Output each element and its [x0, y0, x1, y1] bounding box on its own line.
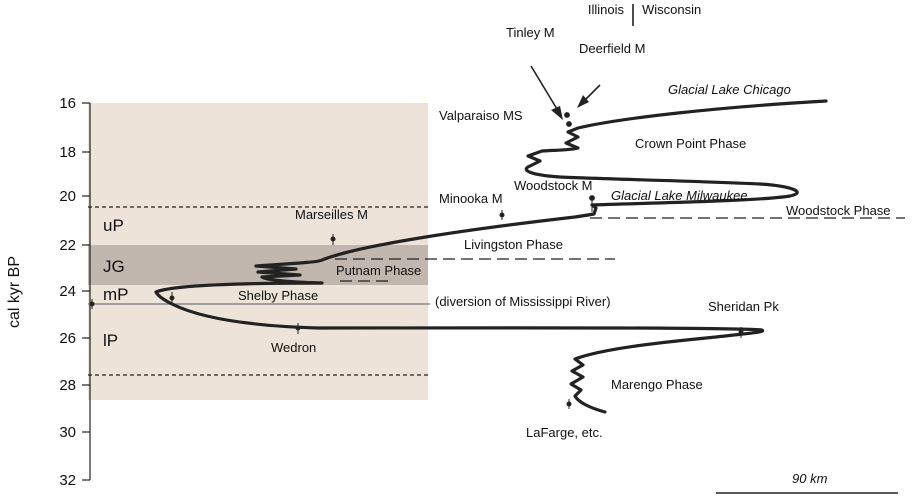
zone-label-mp: mP — [103, 285, 129, 304]
y-tick-16: 16 — [59, 95, 76, 112]
label-livingston: Livingston Phase — [464, 237, 563, 252]
y-axis-ticks — [82, 102, 90, 481]
state-wisconsin: Wisconsin — [642, 2, 701, 17]
label-woodstock-phase: Woodstock Phase — [786, 203, 891, 218]
deerfield-arrow — [583, 84, 601, 102]
label-minooka: Minooka M — [439, 191, 503, 206]
label-valparaiso: Valparaiso MS — [439, 108, 523, 123]
zone-label-jg: JG — [103, 257, 125, 276]
y-tick-24: 24 — [59, 283, 76, 300]
label-marengo: Marengo Phase — [611, 377, 703, 392]
age-markers — [89, 112, 744, 409]
label-lafarge: LaFarge, etc. — [526, 425, 603, 440]
y-tick-22: 22 — [59, 237, 76, 254]
label-diversion: (diversion of Mississippi River) — [435, 294, 611, 309]
label-deerfield: Deerfield M — [579, 41, 645, 56]
y-tick-20: 20 — [59, 188, 76, 205]
tinley-arrowhead — [551, 106, 563, 120]
y-tick-26: 26 — [59, 330, 76, 347]
label-woodstock-m: Woodstock M — [514, 178, 593, 193]
y-axis-label: cal kyr BP — [6, 256, 23, 328]
label-marseilles: Marseilles M — [295, 207, 368, 222]
y-tick-28: 28 — [59, 377, 76, 394]
label-sheridan: Sheridan Pk — [708, 299, 779, 314]
tinley-arrow — [530, 65, 561, 115]
y-tick-18: 18 — [59, 144, 76, 161]
state-illinois: Illinois — [588, 2, 625, 17]
label-wedron: Wedron — [271, 340, 316, 355]
label-shelby: Shelby Phase — [238, 288, 318, 303]
zone-label-lp: lP — [103, 331, 118, 350]
label-glacial-lake-milwaukee: Glacial Lake Milwaukee — [611, 188, 748, 203]
label-putnam: Putnam Phase — [336, 263, 421, 278]
y-tick-30: 30 — [59, 424, 76, 441]
ice-margin-curve — [154, 99, 828, 414]
label-tinley: Tinley M — [506, 25, 555, 40]
label-glacial-lake-chicago: Glacial Lake Chicago — [668, 82, 791, 97]
label-crown-point: Crown Point Phase — [635, 136, 746, 151]
zone-label-up: uP — [103, 216, 124, 235]
y-tick-32: 32 — [59, 472, 76, 489]
scale-bar-label: 90 km — [792, 471, 828, 486]
deerfield-arrowhead — [577, 95, 589, 108]
